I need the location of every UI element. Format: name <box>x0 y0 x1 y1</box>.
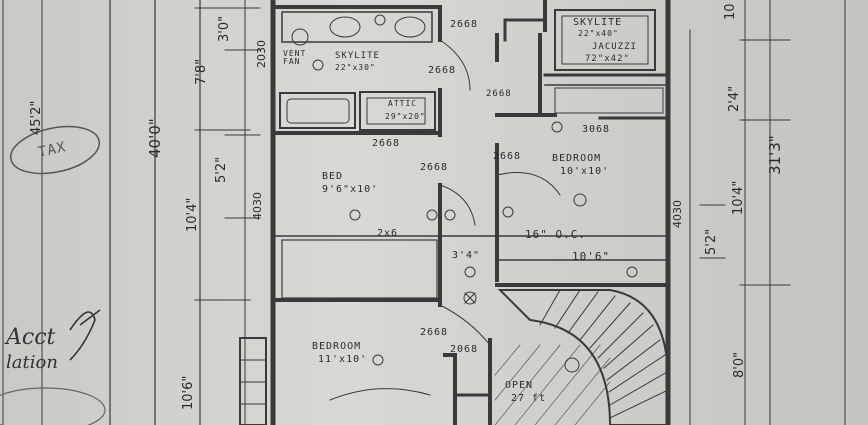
attic-size: 29"x20" <box>385 112 426 121</box>
door-code: 2668 <box>493 151 522 162</box>
tax-stamp-oval <box>9 125 101 175</box>
dimension-label: 4030 <box>251 192 264 220</box>
dimension-label: 5'2" <box>214 156 229 183</box>
door-code: 3068 <box>582 124 611 135</box>
dimension-label: 2x6 <box>377 228 399 239</box>
dimension-label: 10 <box>723 3 738 20</box>
skylite-top-label: SKYLITE <box>573 17 623 28</box>
skylite-top-size: 22"x40" <box>578 29 619 38</box>
dimension-label: 10'6" <box>572 250 611 263</box>
skylite-bath-size: 22"x30" <box>335 63 376 72</box>
stamp-bottom-oval <box>0 387 106 425</box>
door-code: 2668 <box>372 138 401 149</box>
dimension-label: 4030 <box>671 200 684 228</box>
bed-left-size: 9'6"x10' <box>322 184 379 195</box>
jacuzzi-label: JACUZZI <box>592 42 637 52</box>
dimension-label: 2030 <box>255 40 268 68</box>
skylite-bath-label: SKYLITE <box>335 51 380 61</box>
bedroom-right-label: BEDROOM <box>552 153 602 164</box>
dimension-label: 10'6" <box>181 375 196 410</box>
bedroom-bottom-size: 11'x10' <box>318 354 368 365</box>
door-code: 2668 <box>420 162 449 173</box>
dimension-label: 3'0" <box>217 15 232 42</box>
bedroom-right-size: 10'x10' <box>560 166 610 177</box>
vent-fan-label: VENT FAN <box>283 49 307 66</box>
dimension-label: 10'4" <box>731 180 746 215</box>
dimension-label: 5'2" <box>704 228 719 255</box>
door-code: 2668 <box>428 65 457 76</box>
dimension-label: 40'0" <box>146 118 164 158</box>
dimension-label: 2'4" <box>727 85 742 112</box>
handwriting-note: Acct <box>6 325 56 350</box>
jacuzzi-size: 72"x42" <box>585 54 630 64</box>
door-code: 2068 <box>450 344 479 355</box>
dimension-label: 16" O.C. <box>525 228 586 241</box>
dimension-label: 7'8" <box>194 58 209 85</box>
open-size: 27 ft <box>511 393 547 404</box>
bedroom-bottom-label: BEDROOM <box>312 341 362 352</box>
bed-left-label: BED <box>322 171 344 182</box>
attic-label: ATTIC <box>388 99 418 108</box>
signature-scribble <box>69 309 101 361</box>
dimension-label: 3'4" <box>452 250 481 261</box>
open-label: OPEN <box>505 380 534 391</box>
dimension-label: 45'2" <box>29 100 44 135</box>
door-code: 2668 <box>450 19 479 30</box>
door-code: 2668 <box>486 89 512 99</box>
handwriting-note-2: lation <box>6 352 58 373</box>
door-code: 2668 <box>420 327 449 338</box>
dimension-label: 8'0" <box>732 351 747 378</box>
dimension-label: 31'3" <box>766 135 784 175</box>
dimension-label: 10'4" <box>185 197 200 232</box>
